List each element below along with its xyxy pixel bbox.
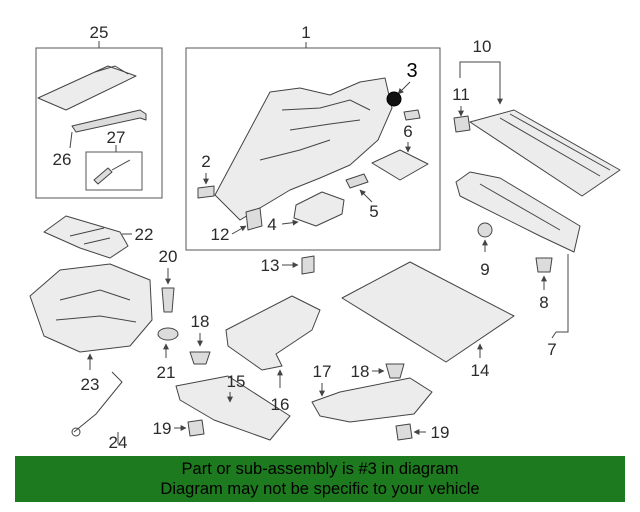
info-banner: Part or sub-assembly is #3 in diagram Di… <box>15 456 625 502</box>
callout-4[interactable]: 4 <box>267 215 276 234</box>
banner-line-2: Diagram may not be specific to your vehi… <box>160 480 480 498</box>
callout-5[interactable]: 5 <box>369 202 378 221</box>
bracket-part-12 <box>245 207 263 231</box>
callout-14[interactable]: 14 <box>471 361 490 380</box>
clip-part-9 <box>477 222 493 238</box>
quarter-trim-group: 1 2 3 6 5 4 12 <box>185 23 441 251</box>
clip-part-18-left <box>189 351 211 365</box>
callout-13[interactable]: 13 <box>261 256 280 275</box>
callout-7[interactable]: 7 <box>547 340 556 359</box>
tool-sub-box <box>85 151 143 191</box>
callout-27[interactable]: 27 <box>107 128 126 147</box>
callout-2[interactable]: 2 <box>201 152 210 171</box>
cover-part-6 <box>371 149 429 181</box>
tonneau-cover <box>469 109 621 197</box>
highlighted-part-3[interactable] <box>386 91 402 107</box>
parts-diagram: 25 26 27 1 2 3 6 5 4 <box>29 23 621 452</box>
callout-3[interactable]: 3 <box>406 60 417 82</box>
bracket-part-15 <box>175 375 291 441</box>
clip-part-2 <box>197 185 215 199</box>
callout-24[interactable]: 24 <box>109 433 128 452</box>
callout-20[interactable]: 20 <box>159 247 178 266</box>
callout-10[interactable]: 10 <box>473 37 492 56</box>
callout-19-left[interactable]: 19 <box>153 419 172 438</box>
callout-25[interactable]: 25 <box>90 23 109 42</box>
trim-box <box>185 47 441 251</box>
clip-part-13 <box>301 255 315 275</box>
callout-12[interactable]: 12 <box>211 225 230 244</box>
tonneau-cover-group: 10 11 <box>452 37 621 197</box>
jack-part-22 <box>43 215 129 259</box>
callout-22[interactable]: 22 <box>135 225 154 244</box>
callout-23[interactable]: 23 <box>81 375 100 394</box>
screw <box>403 109 421 121</box>
rear-trim-panel <box>455 171 581 253</box>
banner-line-1: Part or sub-assembly is #3 in diagram <box>181 460 459 478</box>
callout-6[interactable]: 6 <box>403 122 412 141</box>
pocket-part-4 <box>293 191 345 227</box>
clip-part-8 <box>535 257 553 273</box>
lug-wrench <box>71 109 147 133</box>
floor-board-part-14 <box>341 261 515 363</box>
callout-11[interactable]: 11 <box>452 85 470 104</box>
rear-trim-group: 7 8 9 <box>455 171 581 359</box>
callout-1[interactable]: 1 <box>301 23 310 42</box>
callout-18-left[interactable]: 18 <box>191 312 210 331</box>
callout-19-right[interactable]: 19 <box>431 423 450 442</box>
bracket-part-17 <box>311 377 433 423</box>
callout-18-right[interactable]: 18 <box>351 362 370 381</box>
end-cap-part-11 <box>453 115 471 133</box>
bracket-part-16 <box>225 295 321 371</box>
nut-part-19-left <box>187 419 205 437</box>
callout-16[interactable]: 16 <box>271 395 290 414</box>
rod-part-24 <box>73 371 123 433</box>
callout-15[interactable]: 15 <box>227 372 246 391</box>
jack-group: 22 23 24 <box>29 215 154 452</box>
callout-26[interactable]: 26 <box>53 150 72 169</box>
callout-17[interactable]: 17 <box>313 362 332 381</box>
callout-21[interactable]: 21 <box>157 363 176 382</box>
screwdriver <box>93 167 113 185</box>
washer-part-21 <box>157 327 179 341</box>
spare-tire-tray-part-23 <box>29 263 153 353</box>
clip-part-18-right <box>385 363 405 379</box>
callout-8[interactable]: 8 <box>539 293 548 312</box>
tool-kit-group: 25 26 27 <box>35 23 163 199</box>
nut-part-19-right <box>395 423 413 441</box>
tool-bag <box>37 65 137 111</box>
bolt-part-20 <box>161 287 175 313</box>
cap-part-5 <box>345 173 369 189</box>
callout-9[interactable]: 9 <box>480 260 489 279</box>
